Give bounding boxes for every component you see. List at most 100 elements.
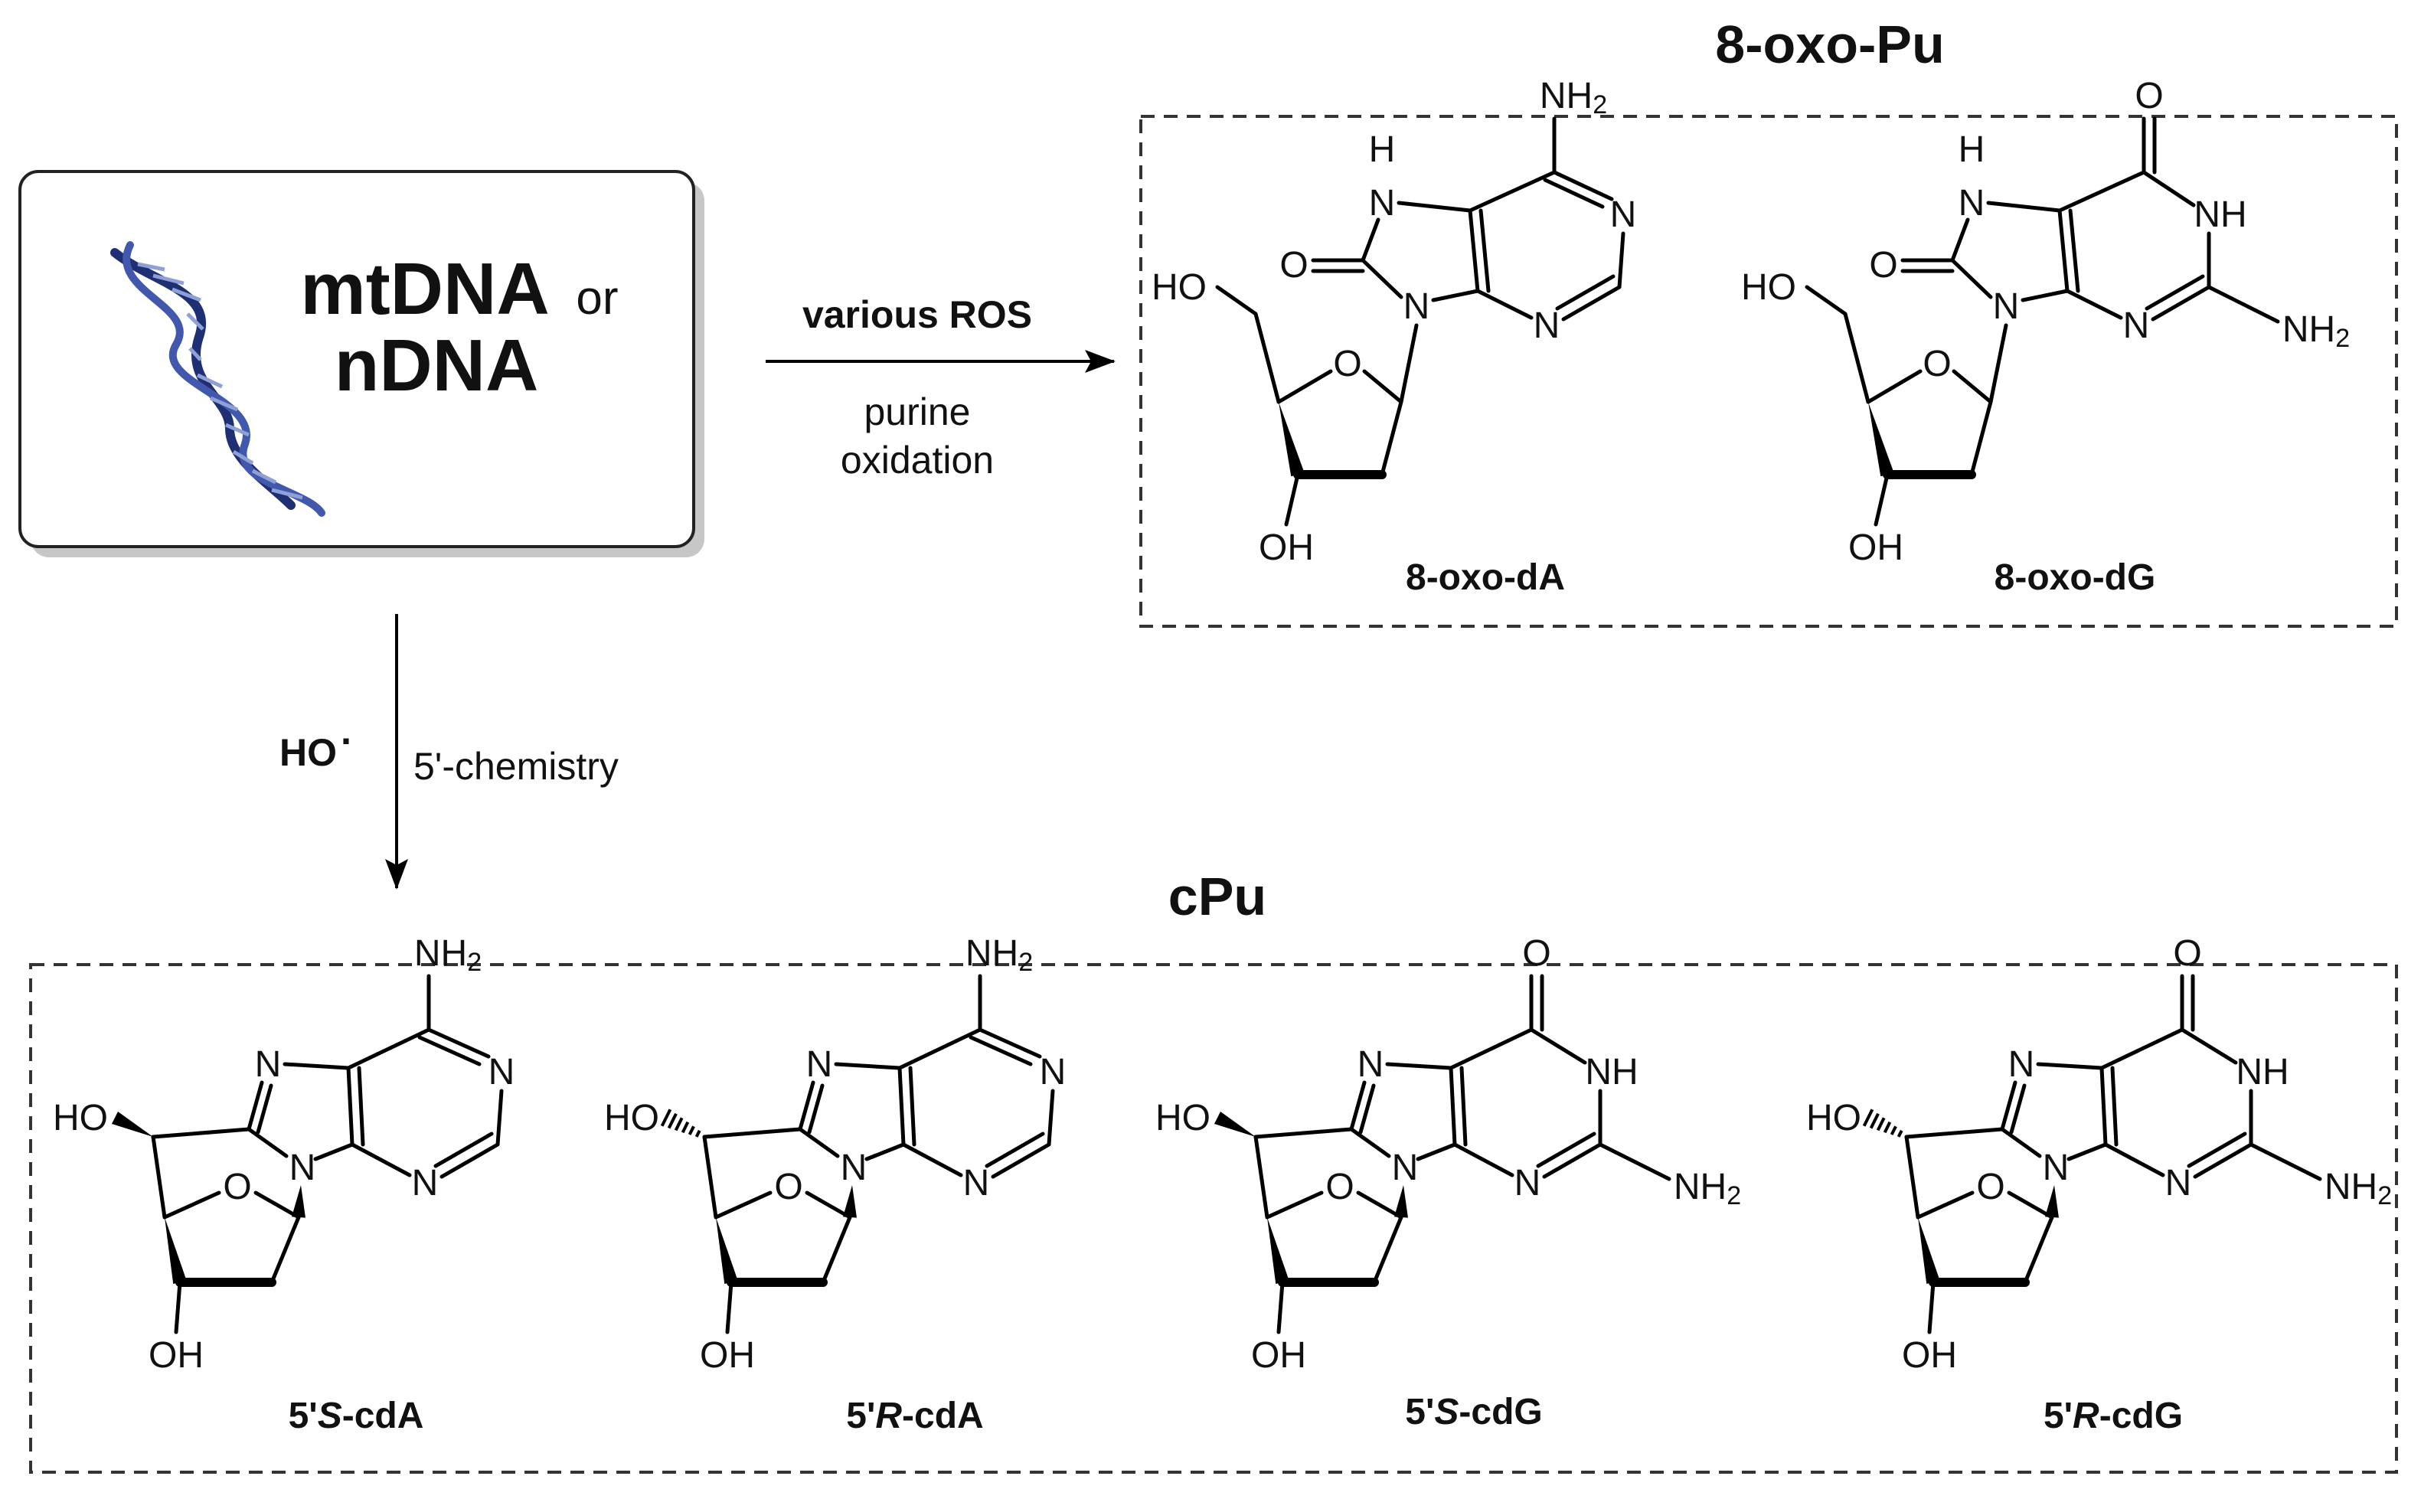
atom-label: N [412,1163,439,1203]
atom-label: O [1325,1167,1354,1207]
bond [1276,1280,1285,1334]
hashed-bond-segment [1883,1121,1892,1134]
compound-name-8-oxo-dg: 8-oxo-dG [1995,557,2156,598]
atom-label: H [1959,129,1985,170]
bond [2193,1142,2253,1179]
bond [1449,1027,1534,1070]
bond [702,1127,802,1139]
bond [1356,1190,1403,1220]
compound-name-8-oxo-da: 8-oxo-dA [1406,557,1565,598]
bond [725,1280,733,1334]
double-bond-line [908,1066,916,1147]
bond [2021,289,2070,302]
bond [151,1135,167,1220]
bond [1904,1135,1920,1220]
bond [1805,285,1848,316]
double-bond-line [2068,208,2080,293]
double-bond-line [1478,208,1491,293]
bond [1431,289,1480,302]
bond [346,1027,431,1070]
bond [1904,1127,2004,1139]
bond [1253,312,1281,404]
bond [2023,1215,2054,1285]
bond [864,1142,906,1161]
bond [1253,1127,1354,1139]
wedge-bond [1918,1217,1940,1285]
bond [2065,289,2123,320]
bond [1475,289,1534,320]
atom-label: HO [604,1098,659,1138]
bond [174,1280,182,1334]
atom-label: NH [1585,1052,1638,1092]
bond [1399,323,1419,404]
atom-label: O [1279,245,1308,286]
bond [702,1135,718,1220]
bond [283,1062,351,1070]
atom-label: NH2 [965,933,1033,978]
atom-label: N [488,1052,515,1092]
wedge-bond [111,1111,153,1137]
wedge-bond [1394,1185,1408,1218]
bond [1969,400,1993,477]
atom-label: NH2 [414,933,482,978]
wedge-bond [1267,1217,1289,1285]
bond [1397,201,1472,213]
bond [270,1215,301,1285]
bond [901,1142,963,1177]
compound-name-5r-cdg: 5'R-cdG [2044,1396,2183,1436]
double-bond-line [1459,1066,1468,1147]
condition-line1: purine [864,390,971,433]
double-bond-line [256,1083,273,1135]
bond [2099,1027,2184,1070]
bond [2099,1066,2108,1147]
atom-label: NH2 [1674,1167,1741,1211]
bond [1542,1142,1603,1179]
atom-label: N [1610,194,1637,235]
reagent-ros-label: various ROS [802,293,1032,336]
bond [162,1190,221,1220]
bond [1866,369,1923,404]
bond [798,1127,840,1158]
atom-label: O [1333,344,1361,384]
bond [1452,1142,1514,1177]
arrow-hydroxyl: HO · 5'-chemistry [279,614,619,890]
atom-label: N [1369,183,1396,224]
wedge-bond [1279,402,1305,477]
atom-label: OH [1848,527,1903,568]
bond [834,1062,902,1070]
atom-label: HO [1741,267,1796,308]
hashed-bond-segment [681,1121,690,1134]
atom-label: N [2123,305,2150,346]
bond [897,1027,982,1070]
bond [2142,170,2196,207]
double-bond-line [969,1035,1033,1066]
wedge-bond [1214,1111,1256,1137]
bond [2066,1142,2108,1161]
atom-label: O [1869,245,1897,286]
bond [1952,369,1993,404]
double-bond-line [807,1083,825,1135]
bond [151,1127,251,1139]
bond [1927,1280,1936,1334]
double-bond-line [985,1132,1045,1168]
bond [1047,1089,1055,1147]
bond [439,1142,500,1179]
bond [1253,1135,1269,1220]
atom-label: OH [1251,1335,1306,1376]
atom-label: N [255,1044,282,1085]
hashed-bond-segment [1869,1112,1880,1129]
atom-label: HO [1806,1098,1861,1138]
atom-label: OH [1259,527,1314,568]
radical-dot: · [341,720,354,763]
dna-label-line2: nDNA [335,325,539,407]
atom-label: OH [149,1335,204,1376]
bond [1361,258,1403,299]
atom-label: N [1993,286,2020,327]
bond [2000,1127,2042,1158]
bond [1385,1062,1453,1070]
double-bond-line [2009,1083,2027,1135]
